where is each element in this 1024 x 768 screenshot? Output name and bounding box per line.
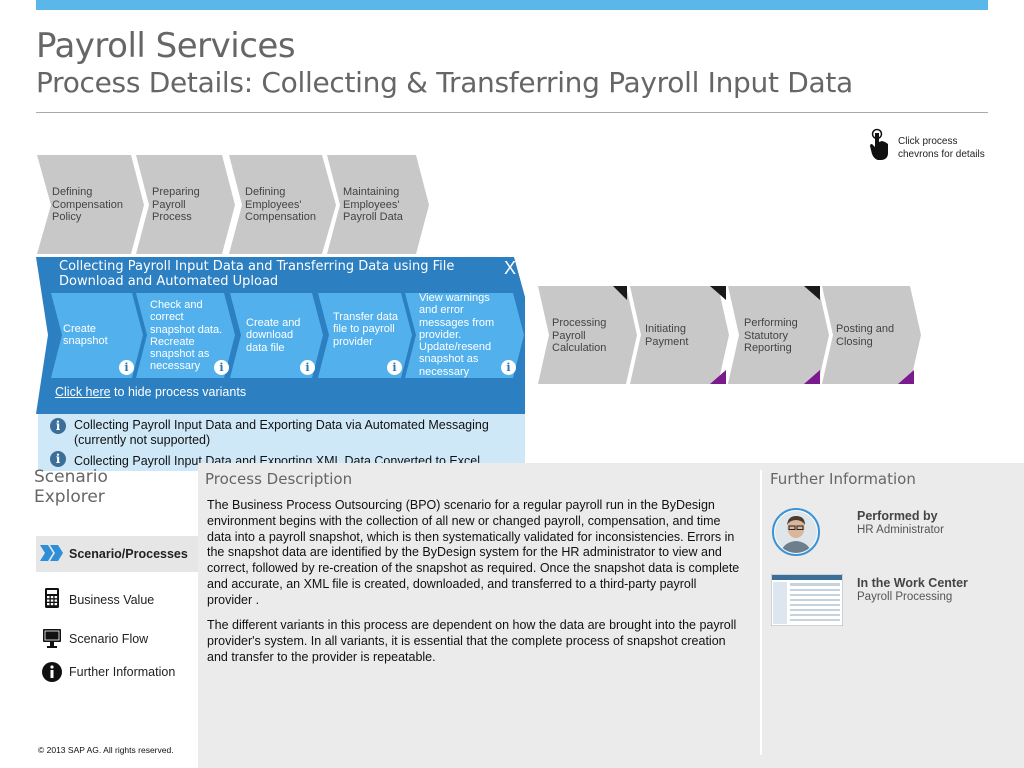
step-transfer-data-file[interactable]: Transfer data file to payroll provider i	[318, 293, 413, 378]
double-chevron-icon	[40, 545, 64, 561]
header-divider	[36, 112, 988, 113]
chevron-label: Processing Payroll Calculation	[552, 317, 607, 354]
step-label: Create and download data file	[246, 317, 301, 354]
content-background	[198, 463, 1024, 768]
step-create-snapshot[interactable]: Create snapshot i	[51, 293, 144, 378]
info-icon[interactable]: i	[50, 451, 66, 467]
step-label: Create snapshot	[63, 323, 108, 348]
work-center-screenshot-icon[interactable]	[770, 573, 844, 627]
further-information-title: Further Information	[770, 470, 916, 488]
page-subtitle: Process Details: Collecting & Transferri…	[36, 66, 853, 99]
monitor-icon	[43, 629, 61, 649]
chevron-label: Performing Statutory Reporting	[744, 317, 798, 354]
step-label: Check and correct snapshot data. Recreat…	[150, 299, 223, 373]
chevron-performing-statutory-reporting[interactable]: Performing Statutory Reporting	[728, 286, 830, 384]
chevron-label: Maintaining Employees' Payroll Data	[343, 186, 403, 223]
pointing-hand-icon	[868, 128, 892, 162]
step-check-correct-snapshot[interactable]: Check and correct snapshot data. Recreat…	[136, 293, 236, 378]
variant-title: Collecting Payroll Input Data and Transf…	[59, 259, 455, 289]
hide-variants-link[interactable]: Click here	[55, 385, 111, 399]
performed-by-value: HR Administrator	[857, 524, 944, 536]
work-center-label: In the Work Center	[857, 576, 968, 590]
info-icon[interactable]: i	[119, 360, 134, 375]
step-view-warnings[interactable]: View warnings and error messages from pr…	[405, 292, 525, 378]
work-center-value[interactable]: Payroll Processing	[857, 591, 953, 603]
top-accent-bar	[36, 0, 988, 10]
calculator-icon	[44, 588, 60, 608]
process-description-paragraph: The different variants in this process a…	[207, 618, 737, 664]
nav-scenario-flow[interactable]: Scenario Flow	[69, 632, 149, 646]
chevron-preparing-payroll-process[interactable]: Preparing Payroll Process	[136, 155, 236, 254]
copyright-notice: © 2013 SAP AG. All rights reserved.	[38, 745, 174, 755]
chevron-label: Posting and Closing	[836, 323, 895, 348]
column-divider	[760, 470, 762, 755]
hr-administrator-avatar	[772, 508, 820, 556]
chevron-processing-payroll-calculation[interactable]: Processing Payroll Calculation	[538, 286, 638, 384]
info-icon[interactable]: i	[501, 360, 516, 375]
nav-active-background	[36, 536, 198, 572]
chevron-initiating-payment[interactable]: Initiating Payment	[630, 286, 730, 384]
info-icon	[42, 662, 62, 682]
info-icon[interactable]: i	[387, 360, 402, 375]
info-icon[interactable]: i	[50, 418, 66, 434]
nav-business-value[interactable]: Business Value	[69, 593, 155, 607]
chevron-label: Preparing Payroll Process	[152, 186, 200, 223]
performed-by-label: Performed by	[857, 509, 938, 523]
step-create-download-file[interactable]: Create and download data file i	[230, 293, 324, 378]
page-title: Payroll Services	[36, 26, 296, 66]
alternative-variants-panel	[38, 414, 525, 471]
step-label: Transfer data file to payroll provider	[333, 311, 399, 348]
chevron-label: Defining Compensation Policy	[52, 186, 123, 223]
step-label: View warnings and error messages from pr…	[419, 292, 495, 378]
chevron-label: Defining Employees' Compensation	[245, 186, 316, 223]
variant-automated-messaging[interactable]: Collecting Payroll Input Data and Export…	[74, 418, 489, 447]
info-icon[interactable]: i	[300, 360, 315, 375]
hide-variants-text: Click here to hide process variants	[55, 385, 246, 399]
nav-scenario-processes[interactable]: Scenario/Processes	[69, 547, 188, 561]
process-description-title: Process Description	[205, 470, 353, 488]
close-icon[interactable]: X	[504, 258, 517, 278]
chevron-label: Initiating Payment	[645, 323, 689, 348]
hide-variants-suffix: to hide process variants	[110, 385, 247, 399]
info-icon[interactable]: i	[214, 360, 229, 375]
chevron-hint: Click process chevrons for details	[898, 136, 985, 160]
chevron-defining-compensation-policy[interactable]: Defining Compensation Policy	[37, 155, 145, 254]
chevron-posting-and-closing[interactable]: Posting and Closing	[822, 286, 922, 384]
chevron-maintaining-employees-payroll-data[interactable]: Maintaining Employees' Payroll Data	[327, 155, 430, 254]
scenario-explorer-title: Scenario Explorer	[34, 467, 108, 507]
process-description-paragraph: The Business Process Outsourcing (BPO) s…	[207, 498, 740, 607]
chevron-defining-employees-compensation[interactable]: Defining Employees' Compensation	[229, 155, 337, 254]
nav-further-information[interactable]: Further Information	[69, 665, 176, 679]
